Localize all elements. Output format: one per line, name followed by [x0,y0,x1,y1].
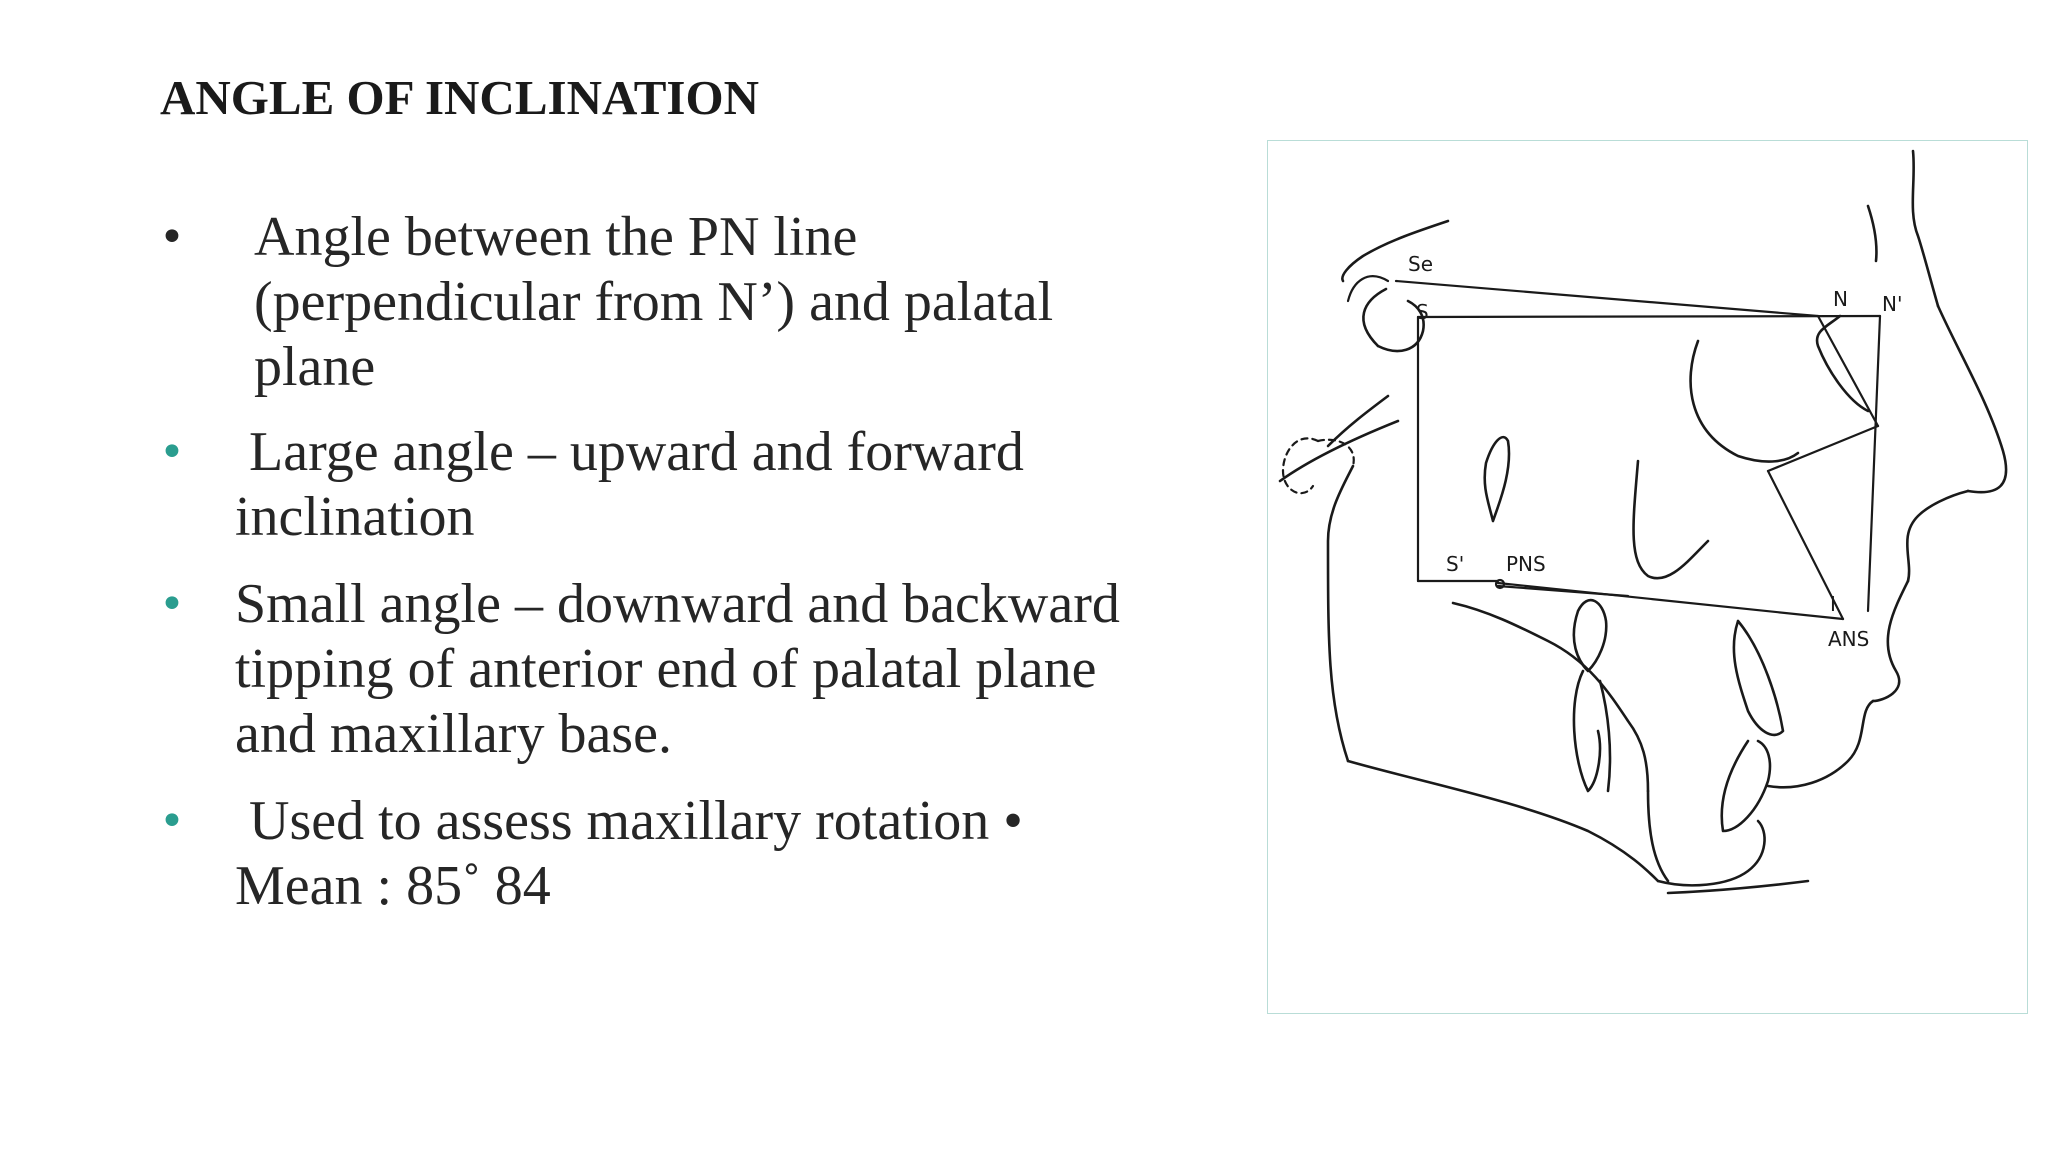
bullet-marker: • [159,796,185,847]
bullet-text: Small angle – downward and backward tipp… [235,572,1120,767]
bullet-line: and maxillary base. [235,703,672,765]
internal-structures [1483,314,1870,580]
label-pns: PNS [1506,552,1546,576]
bullet-marker: • [159,427,185,478]
label-n-prime: N' [1882,292,1902,316]
bullet-line: Large angle – upward and forward [235,421,1024,483]
label-ans: ANS [1828,627,1869,651]
cranial-base-outline [1341,219,1450,353]
label-i: I [1830,592,1836,616]
bullet-text: Angle between the PN line (perpendicular… [254,205,1053,400]
label-s-prime: S' [1446,552,1464,576]
bullet-line: Small angle – downward and backward [235,573,1120,635]
bullet-text: Used to assess maxillary rotation • Mean… [235,789,1023,919]
bullet-line: inclination [235,486,475,548]
reference-lines [1394,279,1882,621]
maxilla-and-mandible-outline [1278,394,1766,887]
nasal-profile-outline [1666,149,2008,895]
label-se: Se [1408,252,1433,276]
cephalometric-figure: Se S N N' S' PNS I ANS [1267,140,2028,1014]
bullet-line: plane [254,336,376,398]
slide-title: ANGLE OF INCLINATION [160,70,759,125]
bullet-marker: • [159,212,185,263]
bullet-line: (perpendicular from N’) and palatal [254,271,1054,333]
bullet-line: Mean : 85˚ 84 [235,855,551,917]
bullet-line: Angle between the PN line [254,206,858,268]
cephalometric-tracing: Se S N N' S' PNS I ANS [1278,149,2008,895]
label-n: N [1833,287,1848,311]
bullet-line: tipping of anterior end of palatal plane [235,638,1097,700]
bullet-line: Used to assess maxillary rotation • [235,790,1023,852]
teeth-outline [1572,598,1785,833]
label-s: S [1416,300,1429,324]
bullet-marker: • [159,579,185,630]
bullet-text: Large angle – upward and forward inclina… [235,420,1024,550]
